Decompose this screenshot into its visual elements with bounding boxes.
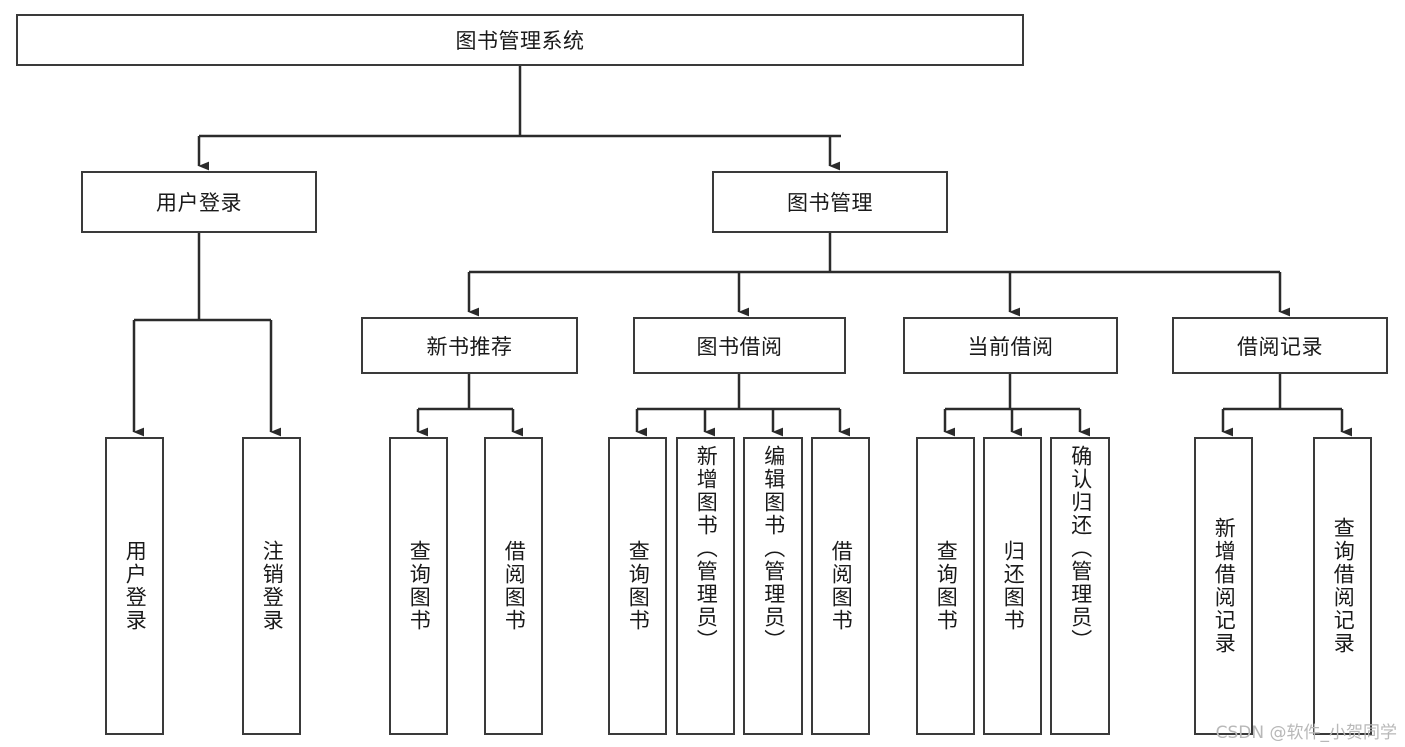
leaf-user-login[interactable]: 用户登录 xyxy=(105,437,164,735)
node-user-login[interactable]: 用户登录 xyxy=(81,171,317,233)
leaf-current-return-book-label: 归还图书 xyxy=(1001,540,1026,632)
leaf-borrow-query-book-label: 查询图书 xyxy=(626,540,651,632)
leaf-current-return-book[interactable]: 归还图书 xyxy=(983,437,1042,735)
leaf-borrow-edit-book[interactable]: 编辑图书（管理员） xyxy=(743,437,803,735)
leaf-borrow-add-book[interactable]: 新增图书（管理员） xyxy=(676,437,735,735)
leaf-newbook-borrow-book-label: 借阅图书 xyxy=(502,540,527,632)
leaf-record-query[interactable]: 查询借阅记录 xyxy=(1313,437,1372,735)
leaf-record-add[interactable]: 新增借阅记录 xyxy=(1194,437,1253,735)
csdn-watermark: CSDN @软件_小贺同学 xyxy=(1215,723,1397,743)
leaf-newbook-borrow-book[interactable]: 借阅图书 xyxy=(484,437,543,735)
leaf-current-confirm-return[interactable]: 确认归还（管理员） xyxy=(1050,437,1110,735)
node-borrow-record[interactable]: 借阅记录 xyxy=(1172,317,1388,374)
leaf-record-add-label: 新增借阅记录 xyxy=(1212,517,1237,655)
leaf-borrow-borrow-book-label: 借阅图书 xyxy=(829,540,854,632)
node-new-book-recommend[interactable]: 新书推荐 xyxy=(361,317,578,374)
leaf-current-confirm-return-label: 确认归还（管理员） xyxy=(1068,445,1093,652)
leaf-borrow-borrow-book[interactable]: 借阅图书 xyxy=(811,437,870,735)
leaf-user-logout-label: 注销登录 xyxy=(260,540,285,632)
leaf-borrow-edit-book-label: 编辑图书（管理员） xyxy=(761,445,786,652)
node-current-borrow[interactable]: 当前借阅 xyxy=(903,317,1118,374)
leaf-current-query-book[interactable]: 查询图书 xyxy=(916,437,975,735)
node-book-borrow[interactable]: 图书借阅 xyxy=(633,317,846,374)
leaf-newbook-query-book[interactable]: 查询图书 xyxy=(389,437,448,735)
leaf-record-query-label: 查询借阅记录 xyxy=(1331,517,1356,655)
node-book-management[interactable]: 图书管理 xyxy=(712,171,948,233)
leaf-borrow-add-book-label: 新增图书（管理员） xyxy=(694,445,719,652)
leaf-current-query-book-label: 查询图书 xyxy=(934,540,959,632)
leaf-borrow-query-book[interactable]: 查询图书 xyxy=(608,437,667,735)
node-root-system[interactable]: 图书管理系统 xyxy=(16,14,1024,66)
leaf-newbook-query-book-label: 查询图书 xyxy=(407,540,432,632)
leaf-user-logout[interactable]: 注销登录 xyxy=(242,437,301,735)
leaf-user-login-label: 用户登录 xyxy=(123,540,148,632)
